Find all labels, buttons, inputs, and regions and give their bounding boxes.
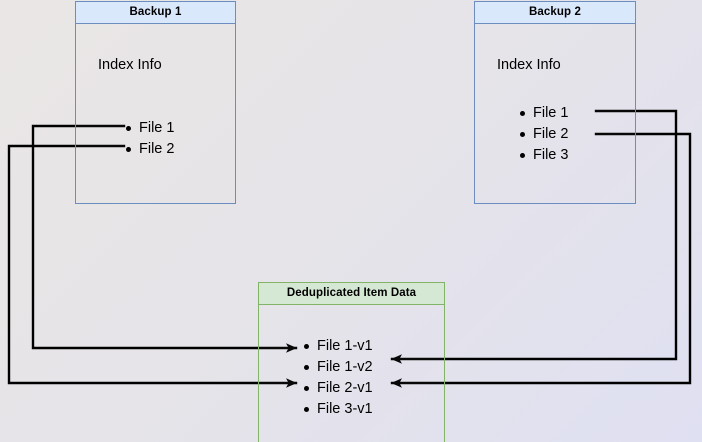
node-backup-2-body: Index Info File 1 File 2 File 3 bbox=[475, 24, 635, 203]
node-backup-1-header: Backup 1 bbox=[76, 2, 235, 24]
node-deduplicated-item-data-body: File 1-v1 File 1-v2 File 2-v1 File 3-v1 bbox=[259, 305, 444, 442]
node-backup-2-header: Backup 2 bbox=[475, 2, 635, 24]
backup-2-file-list: File 1 File 2 File 3 bbox=[519, 103, 568, 166]
list-item[interactable]: File 1 bbox=[125, 118, 174, 139]
node-deduplicated-item-data[interactable]: Deduplicated Item Data File 1-v1 File 1-… bbox=[258, 282, 445, 442]
node-backup-1-body: Index Info File 1 File 2 bbox=[76, 24, 235, 203]
list-item[interactable]: File 3 bbox=[519, 145, 568, 166]
node-backup-2[interactable]: Backup 2 Index Info File 1 File 2 File 3 bbox=[474, 1, 636, 204]
list-item[interactable]: File 2 bbox=[125, 139, 174, 160]
backup-1-file-list: File 1 File 2 bbox=[125, 118, 174, 160]
node-deduplicated-item-data-header: Deduplicated Item Data bbox=[259, 283, 444, 305]
backup-1-index-info-label: Index Info bbox=[98, 57, 162, 73]
dedup-file-list: File 1-v1 File 1-v2 File 2-v1 File 3-v1 bbox=[303, 336, 373, 420]
list-item[interactable]: File 3-v1 bbox=[303, 399, 373, 420]
list-item[interactable]: File 1 bbox=[519, 103, 568, 124]
list-item[interactable]: File 1-v2 bbox=[303, 357, 373, 378]
list-item[interactable]: File 1-v1 bbox=[303, 336, 373, 357]
list-item[interactable]: File 2-v1 bbox=[303, 378, 373, 399]
node-backup-1[interactable]: Backup 1 Index Info File 1 File 2 bbox=[75, 1, 236, 204]
list-item[interactable]: File 2 bbox=[519, 124, 568, 145]
backup-2-index-info-label: Index Info bbox=[497, 57, 561, 73]
